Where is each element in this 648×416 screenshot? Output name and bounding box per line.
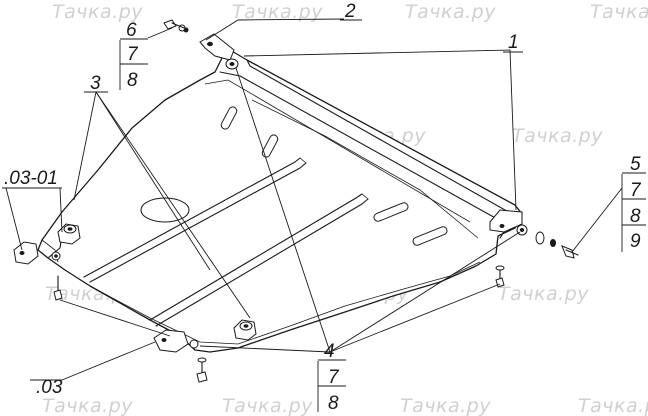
rib xyxy=(149,193,363,321)
watermark: Тачка.ру xyxy=(512,125,603,147)
vent-slot xyxy=(261,134,279,158)
rib xyxy=(89,162,307,283)
callout-label: 4 xyxy=(324,341,335,362)
callout-stack-5789: 5 7 8 9 xyxy=(621,154,646,252)
bracket-top xyxy=(178,24,239,70)
callout-label: 8 xyxy=(328,393,339,414)
callout-label: 8 xyxy=(630,206,641,227)
callout-label: .03-01 xyxy=(4,168,58,189)
callout-03: .03 xyxy=(30,377,63,398)
watermark: Тачка.ру xyxy=(578,395,648,416)
callout-2: 2 xyxy=(340,1,362,22)
watermark: Тачка.ру xyxy=(222,395,313,416)
watermark: Тачка.ру xyxy=(42,395,133,416)
watermark: Тачка.ру xyxy=(52,1,143,23)
bolt-right-lower xyxy=(495,265,505,288)
callout-label: 7 xyxy=(328,367,340,388)
leader-0301 xyxy=(5,187,23,251)
leader-0301 xyxy=(59,187,63,233)
hardware-right xyxy=(535,231,579,259)
watermark: Тачка.ру xyxy=(590,1,648,23)
leader-2 xyxy=(205,18,345,41)
vent-slot xyxy=(373,202,409,222)
stiffening-ribs xyxy=(83,157,369,327)
left-cage-nut xyxy=(57,223,81,245)
callout-label: 1 xyxy=(508,32,519,53)
watermark: Тачка.ру xyxy=(232,1,323,23)
leader-4 xyxy=(329,283,501,353)
callout-label: 9 xyxy=(630,231,641,252)
rear-cage-nut xyxy=(233,319,257,341)
leader-4 xyxy=(199,345,331,353)
leader-4 xyxy=(235,67,331,353)
rib-end xyxy=(361,193,369,200)
leader-3 xyxy=(95,91,211,271)
callout-label: 2 xyxy=(344,1,356,22)
center-hole xyxy=(140,197,190,223)
watermark: Тачка.ру xyxy=(405,1,496,23)
callout-label: 8 xyxy=(127,70,138,91)
rib xyxy=(155,198,369,327)
leader-6 xyxy=(147,27,173,39)
callout-stack-478: 4 7 8 xyxy=(317,341,346,414)
callout-label: 6 xyxy=(126,20,137,41)
leader-lines xyxy=(5,18,623,381)
callout-stack-678: 6 7 8 xyxy=(119,20,148,91)
callout-label: 7 xyxy=(630,180,642,201)
rib xyxy=(83,157,301,278)
callout-label: .03 xyxy=(36,377,63,398)
callout-1: 1 xyxy=(503,32,523,53)
callout-label: 3 xyxy=(90,73,101,94)
callout-label: 5 xyxy=(630,154,641,175)
callout-0301: .03-01 xyxy=(2,168,62,189)
bolt-left xyxy=(53,275,63,301)
bolt-top xyxy=(163,19,185,30)
leader-5 xyxy=(571,187,623,253)
leader-03 xyxy=(59,299,171,337)
rib-end xyxy=(299,157,307,164)
vent-slot xyxy=(220,106,238,130)
ridge-inner xyxy=(251,99,479,239)
vent-slots xyxy=(220,106,448,246)
leader-1 xyxy=(243,49,511,57)
watermark: Тачка.ру xyxy=(498,283,589,305)
rear-edge xyxy=(89,261,481,345)
leader-3 xyxy=(95,91,251,319)
leader-1 xyxy=(509,49,517,211)
callout-label: 7 xyxy=(127,44,139,65)
bracket-left xyxy=(13,241,61,265)
watermark: Тачка.ру xyxy=(400,395,491,416)
ridge-inner xyxy=(204,79,471,223)
bracket-bottom xyxy=(153,329,199,353)
leader-3 xyxy=(73,91,97,201)
callout-3: 3 xyxy=(84,73,108,94)
bolt-bottom xyxy=(196,357,208,383)
leader-03 xyxy=(61,341,156,381)
leader-4 xyxy=(329,231,521,353)
vent-slot xyxy=(412,226,448,246)
